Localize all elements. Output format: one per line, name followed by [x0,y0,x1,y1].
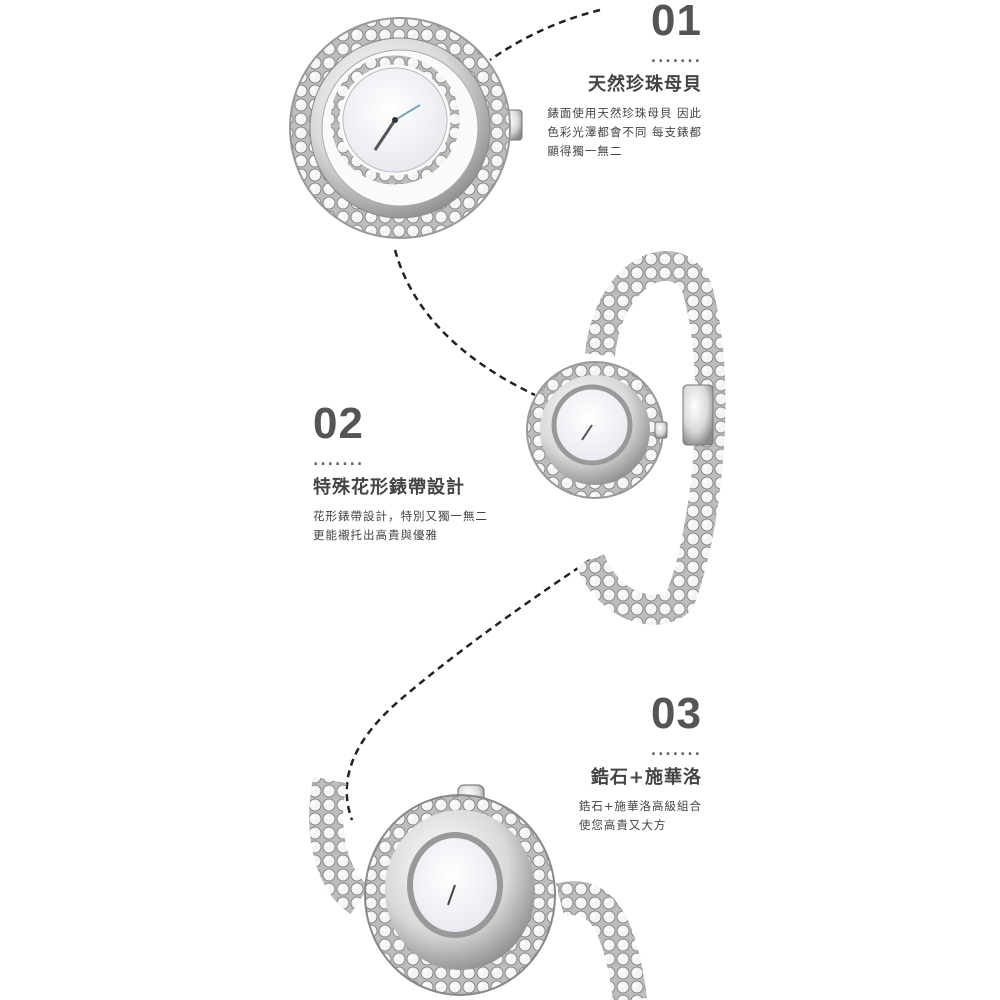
dashed-connector-lines [345,8,601,821]
description-line: 使您高貴又大方 [578,818,667,832]
feature-title: 特殊花形錶帶設計 [313,477,465,498]
feature-description: 錶面使用天然珍珠母貝 因此 色彩光澤都會不同 每支錶都 顯得獨一無二 [547,104,702,161]
description-line: 錶面使用天然珍珠母貝 因此 [547,106,702,120]
watch-full-bracelet [526,251,726,625]
description-line: 更能襯托出高貴與優雅 [313,528,438,542]
dot-divider: ....... [650,50,702,66]
watch-closeup-dial [289,17,523,239]
description-line: 鋯石+施華洛高級組合 [578,799,702,813]
feature-02: 02 ....... 特殊花形錶帶設計 花形錶帶設計，特別又獨一無二 更能襯托出… [313,397,533,545]
dot-divider: ....... [650,743,702,759]
feature-title: 天然珍珠母貝 [588,74,702,95]
feature-03: 03 ....... 鋯石+施華洛 鋯石+施華洛高級組合 使您高貴又大方 [522,687,702,835]
feature-number: 02 [313,399,364,448]
feature-number: 01 [651,0,702,45]
description-line: 色彩光澤都會不同 每支錶都 [547,125,702,139]
watch-angled-view [309,776,647,1000]
feature-description: 鋯石+施華洛高級組合 使您高貴又大方 [579,797,702,835]
feature-number: 03 [651,689,702,738]
description-line: 花形錶帶設計，特別又獨一無二 [313,509,488,523]
feature-title: 鋯石+施華洛 [590,767,702,788]
description-line: 顯得獨一無二 [547,144,623,158]
dot-divider: ....... [313,453,365,469]
feature-description: 花形錶帶設計，特別又獨一無二 更能襯托出高貴與優雅 [313,507,533,545]
feature-01: 01 ....... 天然珍珠母貝 錶面使用天然珍珠母貝 因此 色彩光澤都會不同… [502,0,702,161]
